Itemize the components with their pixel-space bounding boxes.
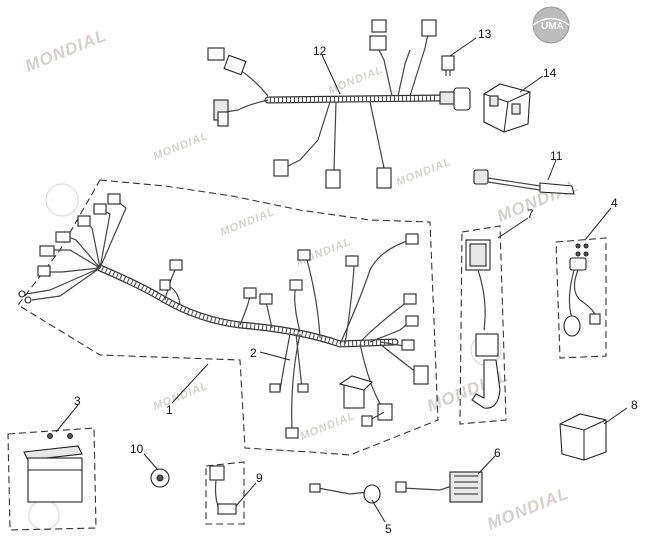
relay-block-14 xyxy=(483,83,531,133)
regulator-6 xyxy=(395,471,483,503)
callout-10: 10 xyxy=(130,442,144,456)
sensor-cable-11 xyxy=(473,169,575,195)
watermark: MONDIAL xyxy=(299,410,358,443)
logo-text: UMA xyxy=(541,21,564,32)
callout-8: 8 xyxy=(631,398,638,412)
callout-4: 4 xyxy=(611,196,618,210)
battery-3 xyxy=(7,427,97,531)
callout-1: 1 xyxy=(166,403,173,417)
stop-switch-5 xyxy=(309,483,381,504)
watermark: MONDIAL xyxy=(152,380,211,413)
callout-12: 12 xyxy=(313,44,327,58)
callout-5: 5 xyxy=(385,522,392,536)
callout-7: 7 xyxy=(527,207,534,221)
main-harness-12 xyxy=(207,19,471,189)
connector-13 xyxy=(441,55,455,76)
harness-group-1 xyxy=(17,179,439,456)
watermark: MONDIAL xyxy=(219,206,278,239)
switch-9 xyxy=(205,461,245,525)
watermark: MONDIAL xyxy=(395,156,454,189)
callout-11: 11 xyxy=(550,149,563,163)
callout-14: 14 xyxy=(543,66,557,80)
watermark: MONDIAL xyxy=(327,64,386,97)
leader-lines xyxy=(55,37,628,523)
callout-2: 2 xyxy=(250,346,257,360)
callout-3: 3 xyxy=(74,394,81,408)
callout-numbers: 1 2 3 4 5 6 7 8 9 10 11 12 13 14 xyxy=(74,27,638,536)
callout-9: 9 xyxy=(256,471,263,485)
ignition-coil-7 xyxy=(459,225,507,425)
watermark: MONDIAL xyxy=(22,26,109,76)
watermark: MONDIAL xyxy=(494,176,581,226)
callout-6: 6 xyxy=(494,446,501,460)
watermark: MONDIAL xyxy=(152,130,211,163)
sensor-kit-4 xyxy=(555,237,607,359)
watermark: MONDIAL xyxy=(484,484,571,534)
callout-13: 13 xyxy=(478,27,492,41)
uma-logo: UMA xyxy=(532,6,570,44)
horn-10 xyxy=(150,468,170,488)
cdi-unit-8 xyxy=(559,413,607,461)
